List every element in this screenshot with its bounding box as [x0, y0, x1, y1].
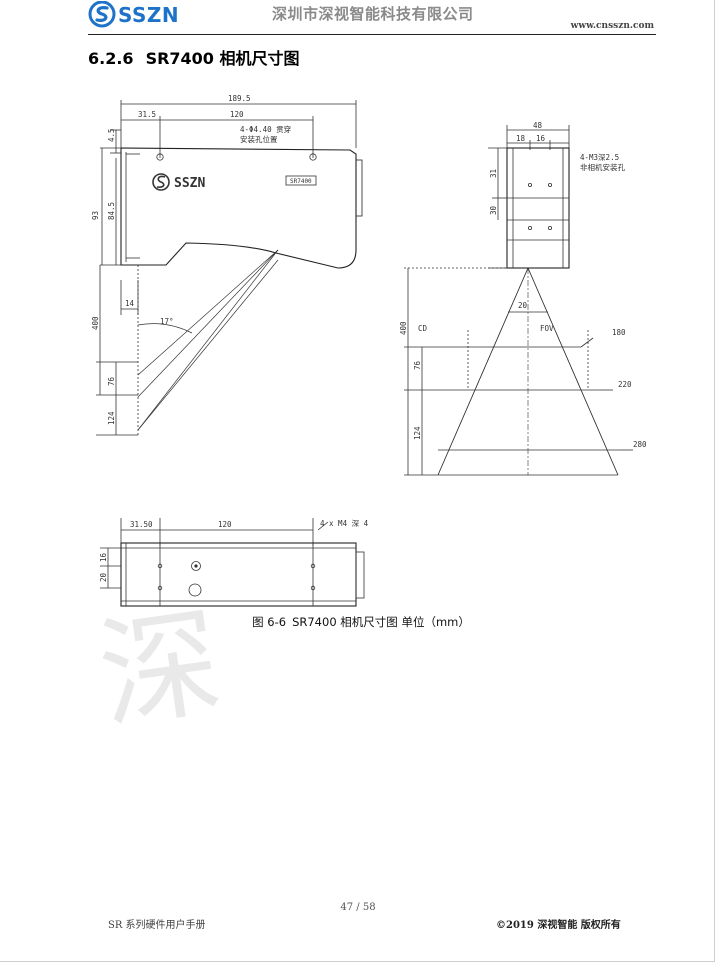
dim-mid-height: 30 [489, 205, 498, 215]
dim-laser-offset: 14 [125, 299, 135, 308]
dim-front-center-distance: 400 [399, 321, 408, 335]
sszn-logo-icon [88, 1, 116, 28]
figure-caption: 图 6-6 SR7400 相机尺寸图 单位（mm） [0, 614, 716, 630]
fov-width-mid: 220 [618, 380, 632, 389]
bottom-view [100, 518, 365, 607]
page-number: 47 / 58 [340, 902, 376, 913]
dim-hole-x: 18 [516, 134, 526, 143]
dim-width: 48 [533, 121, 543, 130]
front-view [404, 125, 633, 476]
dim-bottom-offset: 31.50 [130, 520, 153, 529]
watermark: 深 [91, 600, 229, 730]
fov-width-far: 280 [633, 440, 647, 449]
dim-hole-pitch: 16 [536, 134, 546, 143]
copyright: ©2019 深视智能 版权所有 [496, 920, 621, 931]
page-header: SSZN 深圳市深视智能科技有限公司 www.cnsszn.com [0, 0, 716, 40]
front-hole-note-line2: 非相机安装孔 [580, 162, 625, 172]
figure-number: 图 6-6 [252, 615, 287, 629]
dim-overall-length: 189.5 [228, 94, 251, 103]
hole-note-line1: 4-Φ4.40 贯穿 [240, 124, 291, 134]
dim-front-far: 124 [413, 426, 422, 440]
section-number: 6.2.6 [88, 49, 134, 68]
dim-far-range: 124 [107, 411, 116, 425]
device-logo: SSZN SR7400 [152, 173, 317, 191]
device-logo-text: SSZN [174, 176, 205, 191]
front-hole-note-line1: 4-M3深2.5 [580, 153, 619, 162]
header-divider [88, 34, 656, 35]
section-heading: SR7400 相机尺寸图 [145, 49, 300, 68]
dim-near-range: 76 [107, 376, 116, 386]
section-title: 6.2.6 SR7400 相机尺寸图 [88, 45, 300, 69]
website: www.cnsszn.com [570, 21, 654, 31]
dimension-drawing: SSZN SR7400 189.5 31.5 120 4.5 93 84.5 1… [91, 94, 647, 607]
dim-bottom-spacing: 120 [218, 520, 232, 529]
model-badge: SR7400 [290, 178, 312, 185]
dim-top-offset: 4.5 [107, 128, 116, 142]
dim-bottom-lower: 20 [99, 572, 108, 582]
dim-laser-width: 20 [518, 301, 528, 310]
company-name: 深圳市深视智能科技有限公司 [272, 5, 474, 23]
fov-width-near: 180 [612, 328, 626, 337]
watermark-glyph: 深 [91, 600, 229, 730]
dim-front-near: 76 [413, 360, 422, 370]
dim-height: 93 [91, 211, 100, 220]
dim-hole-offset: 31.5 [138, 110, 156, 119]
manual-title: SR 系列硬件用户手册 [108, 920, 206, 931]
dim-bottom-upper: 16 [99, 552, 108, 562]
dim-inner-height: 84.5 [107, 202, 116, 220]
laser-angle: 17° [160, 317, 174, 326]
dim-center-distance: 400 [91, 316, 100, 330]
dim-upper-height: 31 [489, 169, 498, 178]
label-cd: CD [418, 324, 428, 333]
dim-hole-spacing: 120 [230, 110, 244, 119]
hole-note-line2: 安装孔位置 [240, 134, 278, 144]
side-view [96, 100, 363, 436]
logo-text: SSZN [118, 3, 180, 27]
label-fov: FOV [540, 324, 554, 333]
figure-text: SR7400 相机尺寸图 单位（mm） [292, 615, 470, 629]
company-logo: SSZN [88, 1, 198, 28]
bottom-hole-note: 4 x M4 深 4 [320, 519, 369, 528]
